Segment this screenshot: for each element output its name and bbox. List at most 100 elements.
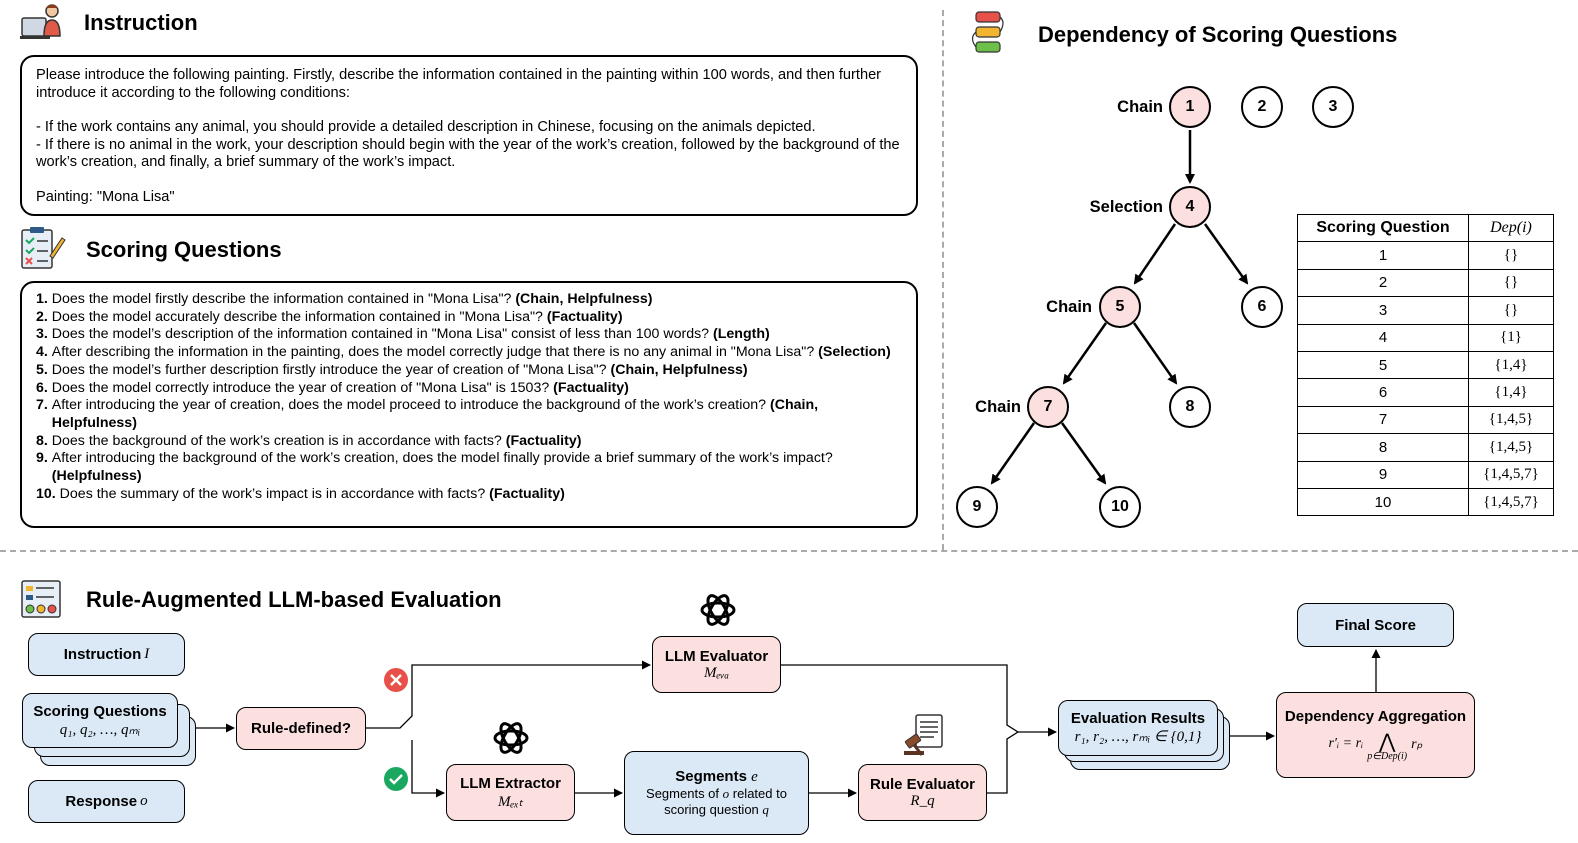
openai-logo-icon: [700, 594, 736, 626]
dep-node-4: 4: [1169, 186, 1211, 228]
node-label-selection: Selection: [1089, 198, 1163, 216]
conn-rule-extractor: [411, 740, 445, 798]
node-label-chain: Chain: [1046, 298, 1092, 316]
question-text: Does the model firstly describe the info…: [51, 291, 516, 307]
table-row: 7{1,4,5}: [1297, 405, 1554, 435]
question-text: Does the model’s description of the info…: [51, 326, 714, 343]
scoring-question: 3. Does the model’s description of the i…: [36, 326, 902, 344]
question-tag: (Factuality): [553, 379, 629, 396]
question-number: 5.: [36, 361, 52, 378]
scoring-question: 1. Does the model firstly describe the i…: [36, 291, 902, 309]
box-label: LLM Evaluator: [664, 647, 769, 665]
vertical-divider: [942, 10, 944, 550]
box-label: Rule Evaluator: [869, 775, 976, 793]
question-tag: (Selection): [818, 344, 891, 361]
dep-node-5: 5: [1099, 286, 1141, 328]
table-cell: {}: [1468, 241, 1554, 270]
scoring-question: 5. Does the model’s further description …: [36, 362, 902, 380]
aggregation-lhs: r′ᵢ = rᵢ: [1328, 735, 1364, 751]
scoring-question: 9. After introducing the background of t…: [36, 450, 902, 485]
question-number: 2.: [36, 308, 52, 325]
table-cell: 5: [1297, 350, 1469, 380]
question-number: 7.: [36, 397, 52, 414]
dependency-aggregation-box: Dependency Aggregation r′ᵢ = rᵢ ⋀ p∈Dep(…: [1276, 692, 1475, 778]
table-row: 3{}: [1297, 296, 1554, 325]
table-cell: 6: [1297, 378, 1469, 407]
box-label: Instruction: [63, 646, 142, 663]
box-label: Response: [65, 793, 138, 810]
instruction-title: Instruction: [84, 10, 198, 35]
dep-node-1: 1: [1169, 86, 1211, 128]
box-math: R_q: [910, 792, 935, 809]
box-label: Final Score: [1335, 616, 1416, 634]
table-cell: {}: [1468, 268, 1554, 298]
question-tag: (Chain, Helpfulness): [610, 361, 748, 378]
dependency-title: Dependency of Scoring Questions: [1038, 22, 1398, 47]
table-cell: {1,4}: [1468, 378, 1554, 407]
table-cell: 10: [1297, 487, 1469, 517]
table-cell: {1,4,5}: [1468, 433, 1554, 462]
table-cell: {}: [1468, 296, 1554, 325]
aggregation-subscript: p∈Dep(i): [1367, 750, 1408, 762]
table-cell: {1,4,5,7}: [1468, 460, 1554, 489]
table-row: 10{1,4,5,7}: [1297, 487, 1554, 517]
scoring-question: 10. Does the summary of the work’s impac…: [36, 486, 902, 504]
table-cell: 4: [1297, 323, 1469, 352]
dep-node-7: 7: [1027, 386, 1069, 428]
box-math: Mₑₓₜ: [497, 793, 524, 810]
dep-node-8: 8: [1169, 386, 1211, 428]
question-text: Does the model’s further description fir…: [51, 361, 611, 378]
horizontal-divider: [0, 550, 1578, 552]
edge-4-6: [1203, 223, 1249, 285]
dependency-table: Scoring Question Dep(i) 1{} 2{} 3{} 4{1}…: [1297, 213, 1554, 517]
question-number: 4.: [36, 344, 52, 361]
instruction-paragraph: - If the work contains any animal, you s…: [36, 119, 816, 136]
box-label: Evaluation Results: [1070, 710, 1206, 727]
scoring-input-box: Scoring Questions q₁, q₂, …, qₘᵢ: [22, 693, 178, 748]
scoring-question: 2. Does the model accurately describe th…: [36, 309, 902, 327]
conn-rule-evaluator: [366, 660, 651, 729]
box-label: Scoring Questions: [33, 702, 167, 720]
table-cell: {1,4,5,7}: [1468, 487, 1554, 517]
node-label-chain: Chain: [1117, 98, 1163, 116]
edge-5-7: [1062, 322, 1108, 385]
scoring-list: 1. Does the model firstly describe the i…: [22, 283, 916, 511]
question-text: After introducing the background of the …: [51, 450, 833, 467]
check-icon: [384, 767, 408, 791]
instruction-paragraph: Please introduce the following painting.…: [36, 67, 882, 101]
question-text: Does the model correctly introduce the y…: [51, 379, 554, 396]
table-row: 9{1,4,5,7}: [1297, 460, 1554, 489]
question-tag: (Length): [713, 326, 770, 343]
table-cell: 9: [1297, 460, 1469, 489]
box-math: Mₑᵥₐ: [703, 664, 729, 681]
box-math: r₁, r₂, …, rₘᵢ ∈ {0,1}: [1074, 729, 1202, 745]
llm-evaluator-box: LLM Evaluator Mₑᵥₐ: [652, 636, 781, 693]
edge-7-9: [990, 422, 1036, 485]
box-math: q₁, q₂, …, qₘᵢ: [59, 721, 141, 738]
question-text: After describing the information in the …: [51, 344, 819, 361]
table-row: 2{}: [1297, 268, 1554, 298]
table-row: 5{1,4}: [1297, 350, 1554, 380]
edge-5-8: [1132, 322, 1178, 385]
rule-defined-box: Rule-defined?: [236, 707, 366, 750]
question-number: 10.: [36, 485, 60, 502]
evaluation-title: Rule-Augmented LLM-based Evaluation: [86, 587, 502, 612]
question-number: 3.: [36, 326, 52, 343]
cross-icon: [384, 668, 408, 692]
segments-desc-o: o: [722, 786, 730, 801]
scoring-box: 1. Does the model firstly describe the i…: [20, 281, 918, 528]
rule-evaluator-box: Rule Evaluator R_q: [858, 764, 987, 821]
instruction-box: Please introduce the following painting.…: [20, 55, 918, 216]
table-row: 8{1,4,5}: [1297, 433, 1554, 462]
instruction-paragraph: - If there is no animal in the work, you…: [36, 136, 900, 171]
scoring-question: 8. Does the background of the work’s cre…: [36, 433, 902, 451]
scoring-question: 4. After describing the information in t…: [36, 344, 902, 362]
evaluation-results-box: Evaluation Results r₁, r₂, …, rₘᵢ ∈ {0,1…: [1058, 700, 1218, 756]
scoring-question: 7. After introducing the year of creatio…: [36, 397, 902, 432]
table-cell: {1}: [1468, 323, 1554, 352]
question-number: 6.: [36, 379, 52, 396]
person-at-computer-icon: [20, 4, 61, 39]
question-text: Does the background of the work’s creati…: [51, 432, 506, 449]
table-header: Scoring Question: [1297, 213, 1469, 243]
